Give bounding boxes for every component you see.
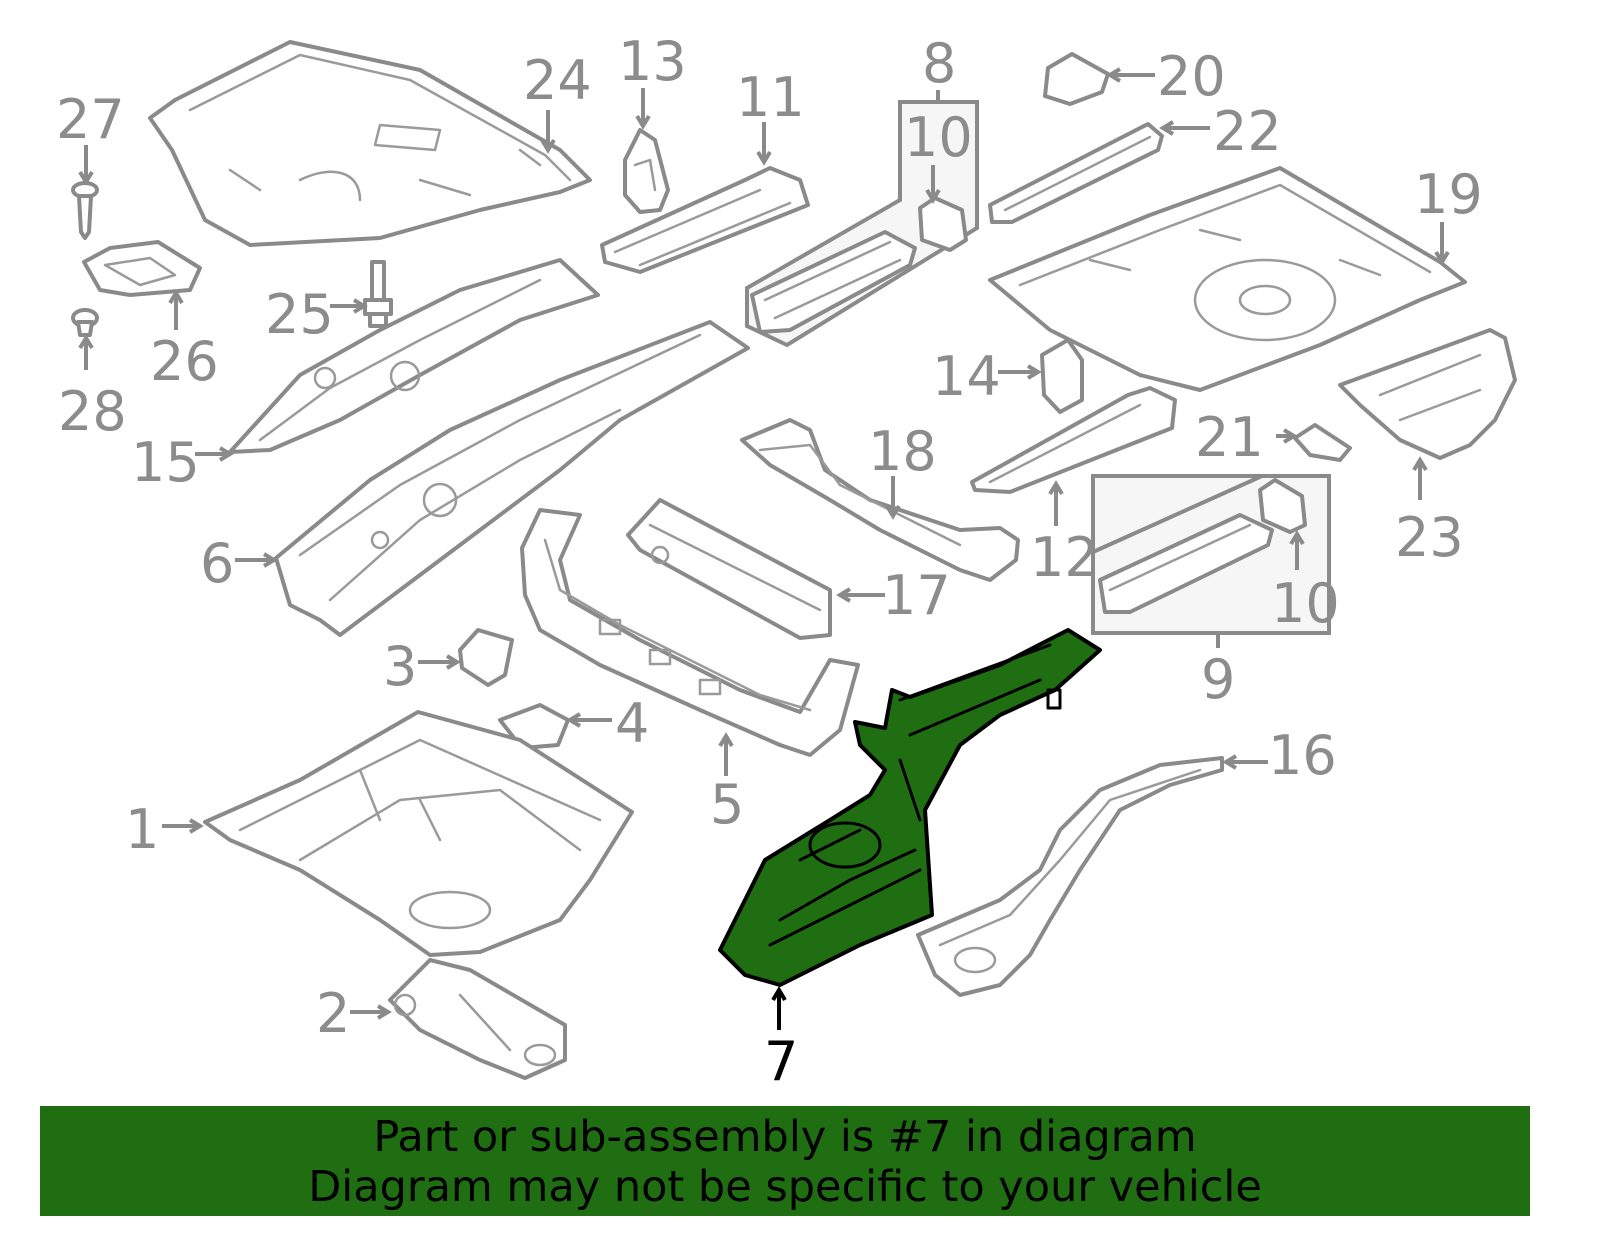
label-24: 24 (523, 49, 592, 112)
label-4: 4 (615, 692, 649, 755)
part-22-rail (988, 122, 1164, 224)
label-20: 20 (1157, 45, 1226, 108)
label-27: 27 (56, 88, 125, 151)
banner-line-1: Part or sub-assembly is #7 in diagram (373, 1112, 1197, 1162)
callout-labels: 27 26 28 24 13 11 8 10 20 22 19 14 25 15… (56, 30, 1483, 1093)
part-9-member (1098, 513, 1274, 614)
part-5-rear-panel (520, 508, 860, 757)
part-13-bracket (623, 128, 670, 214)
part-14-bracket (1040, 338, 1084, 414)
part-2-reinforcement (388, 958, 567, 1080)
part-7-rear-side-member (718, 628, 1102, 987)
part-1-floor-pan (203, 710, 634, 957)
label-16: 16 (1268, 724, 1337, 787)
label-6: 6 (200, 532, 234, 595)
part-28-clip (71, 308, 99, 337)
label-13: 13 (618, 30, 687, 93)
label-2: 2 (316, 982, 350, 1045)
part-6-frame-rail (274, 320, 750, 637)
part-3-bracket (458, 628, 514, 687)
label-28: 28 (58, 380, 127, 443)
label-12: 12 (1030, 526, 1099, 589)
part-20-bracket (1043, 52, 1110, 106)
part-27-bolt (71, 181, 99, 240)
part-24-floor-cover (148, 40, 592, 247)
label-10-a: 10 (904, 106, 973, 169)
label-9: 9 (1201, 648, 1235, 711)
leader-lines (78, 67, 1450, 1030)
part-21-bracket (1293, 423, 1352, 462)
label-3: 3 (383, 635, 417, 698)
part-8-member (750, 230, 917, 334)
label-11: 11 (736, 66, 805, 129)
label-8: 8 (922, 32, 956, 95)
banner-line-2: Diagram may not be specific to your vehi… (308, 1162, 1262, 1212)
part-26-bracket (82, 240, 202, 297)
label-7: 7 (764, 1030, 798, 1093)
info-banner: Part or sub-assembly is #7 in diagram Di… (40, 1106, 1530, 1216)
label-18: 18 (868, 420, 937, 483)
part-10-bracket-b (1258, 478, 1307, 534)
part-18-crossmember (740, 418, 1020, 582)
label-17: 17 (882, 564, 951, 627)
label-23: 23 (1395, 506, 1464, 569)
label-19: 19 (1414, 163, 1483, 226)
label-22: 22 (1213, 100, 1282, 163)
label-15: 15 (131, 431, 200, 494)
part-23-side-panel (1338, 328, 1517, 460)
part-19-floor-pan (988, 166, 1467, 392)
part-15-side-member (228, 258, 600, 454)
label-5: 5 (710, 773, 744, 836)
part-16-side-panel (916, 756, 1224, 997)
part-25-stud (363, 260, 393, 328)
label-10-b: 10 (1271, 572, 1340, 635)
label-21: 21 (1195, 406, 1264, 469)
part-11-member (600, 166, 810, 274)
part-17-crossmember (626, 498, 832, 640)
label-1: 1 (125, 798, 159, 861)
label-14: 14 (932, 345, 1001, 408)
label-26: 26 (150, 330, 219, 393)
part-12-member (970, 386, 1177, 494)
label-25: 25 (265, 283, 334, 346)
